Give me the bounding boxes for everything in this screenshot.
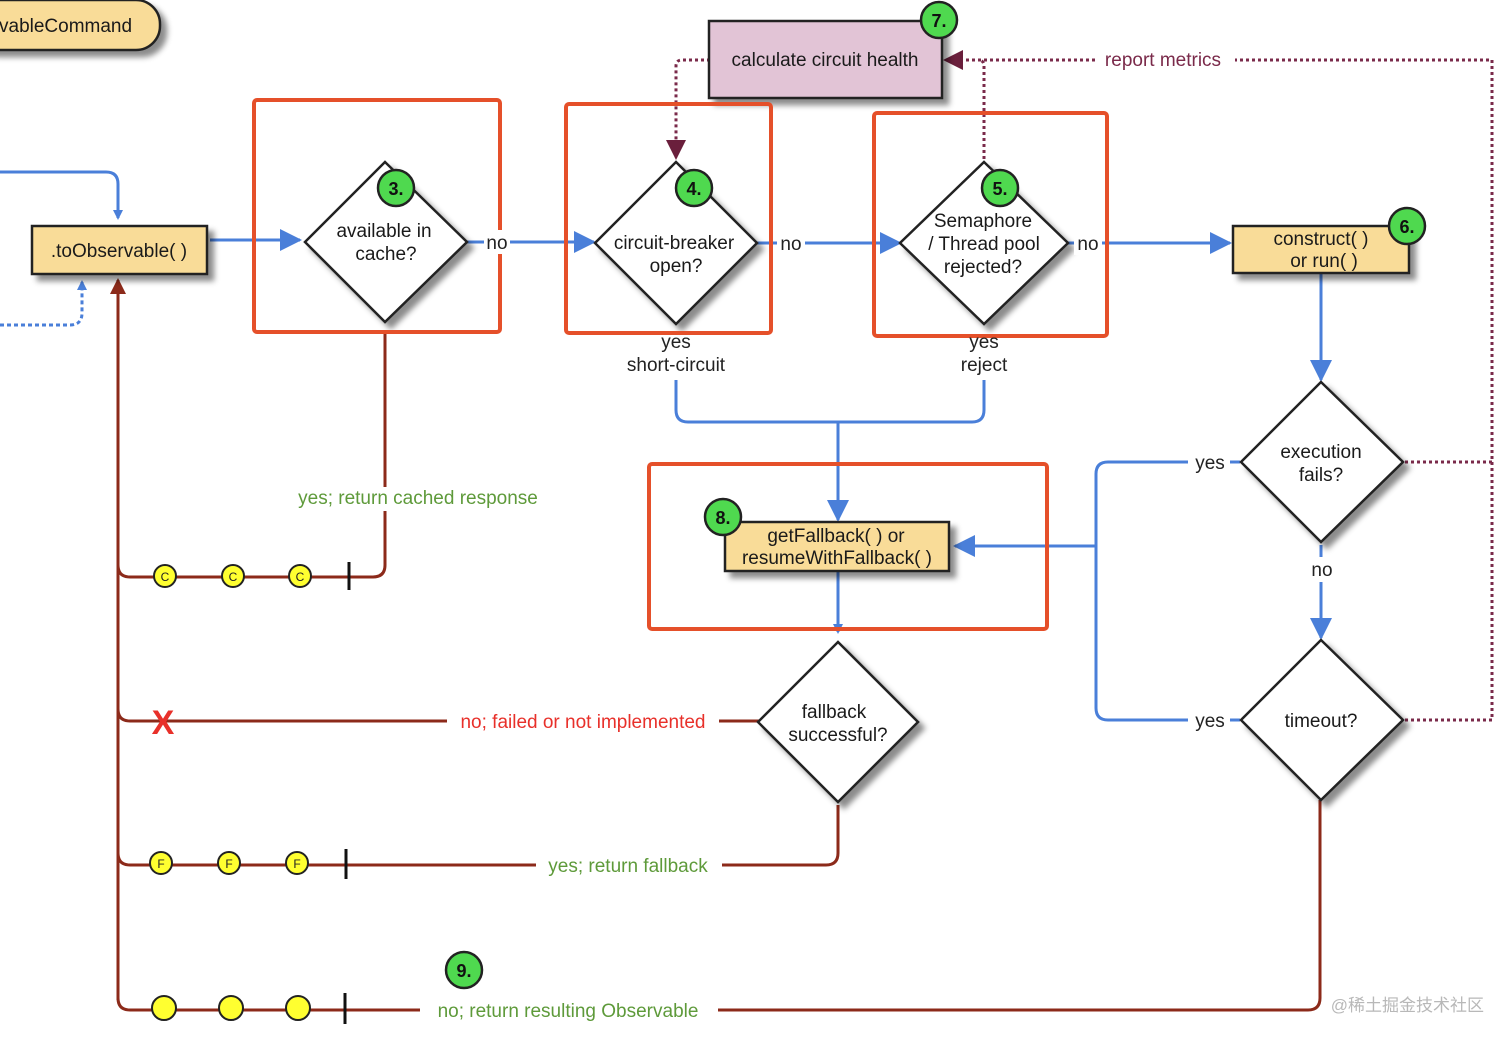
fallback-marble-2 — [217, 851, 241, 875]
to-observable-node: .toObservable( ) — [30, 224, 209, 276]
execution-yes-label: yes — [1195, 453, 1225, 474]
svg-text:4.: 4. — [686, 179, 701, 199]
step-4-badge: 4. — [674, 168, 714, 208]
fallback-line-2: resumeWithFallback( ) — [742, 548, 932, 569]
reject-label: reject — [961, 355, 1008, 376]
command-label: vableCommand — [0, 16, 132, 37]
construct-line-2: or run( ) — [1290, 251, 1358, 272]
result-marble-3 — [285, 995, 311, 1021]
cached-marbles: C C C — [153, 562, 351, 590]
flow-lines — [0, 170, 1332, 722]
svg-text:5.: 5. — [992, 179, 1007, 199]
construct-line-1: construct( ) — [1273, 229, 1368, 250]
metrics-lines — [666, 50, 1494, 722]
cache-question-line-2: cache? — [355, 244, 416, 265]
semaphore-question-line-2: / Thread pool — [928, 234, 1040, 255]
svg-text:9.: 9. — [456, 961, 471, 981]
fallback-node: getFallback( ) or resumeWithFallback( ) — [723, 520, 951, 573]
svg-text:3.: 3. — [388, 179, 403, 199]
report-metrics-label: report metrics — [1105, 50, 1221, 71]
cache-question-line-1: available in — [336, 221, 431, 242]
breaker-no-label: no — [780, 234, 801, 255]
result-marbles — [151, 993, 347, 1024]
cached-marble-3 — [288, 564, 312, 588]
step-3-badge: 3. — [376, 168, 416, 208]
fallback-marbles: F F F — [149, 849, 348, 879]
result-marble-1 — [151, 995, 177, 1021]
cached-marble-1-label: C — [161, 570, 170, 584]
edge-labels: no no no yes short-circuit yes reject ye… — [280, 48, 1339, 1023]
return-observable-label: no; return resulting Observable — [438, 1001, 699, 1022]
result-marble-2 — [218, 995, 244, 1021]
execution-question-line-2: fails? — [1299, 465, 1343, 486]
timeout-question: timeout? — [1285, 711, 1358, 732]
fallback-marble-3-label: F — [293, 857, 300, 871]
breaker-question-line-2: open? — [650, 256, 703, 277]
semaphore-question-line-3: rejected? — [944, 257, 1022, 278]
execution-no-label: no — [1311, 560, 1332, 581]
fallback-line-1: getFallback( ) or — [767, 526, 905, 547]
timeout-decision: timeout? — [1239, 638, 1405, 802]
execution-decision: execution fails? — [1239, 380, 1405, 544]
step-7-badge: 7. — [919, 0, 959, 40]
breaker-question-line-1: circuit-breaker — [614, 233, 735, 254]
step-5-badge: 5. — [980, 168, 1020, 208]
cached-marble-1 — [153, 564, 177, 588]
fallback-marble-2-label: F — [225, 857, 232, 871]
cached-marble-3-label: C — [296, 570, 305, 584]
step-6-badge: 6. — [1387, 206, 1427, 246]
semaphore-yes-label: yes — [969, 332, 999, 353]
fallback-question-line-2: successful? — [788, 725, 887, 746]
fallback-marble-1 — [149, 851, 173, 875]
cached-response-label: yes; return cached response — [298, 488, 538, 509]
breaker-yes-label: yes — [661, 332, 691, 353]
cached-marble-2 — [221, 564, 245, 588]
semaphore-no-label: no — [1077, 234, 1098, 255]
step-badges: 3. 4. 5. 6. 7. 8. 9. — [376, 0, 1427, 990]
svg-text:8.: 8. — [715, 508, 730, 528]
error-x-marker: X — [152, 704, 175, 742]
short-circuit-label: short-circuit — [627, 355, 726, 376]
fallback-decision: fallback successful? — [756, 640, 920, 804]
step-8-badge: 8. — [703, 497, 743, 537]
highlight-boxes — [252, 98, 1109, 631]
failure-marble: X — [152, 704, 175, 742]
circuit-breaker-decision: circuit-breaker open? — [593, 160, 759, 326]
semaphore-decision: Semaphore / Thread pool rejected? — [898, 160, 1070, 326]
circuit-health-label: calculate circuit health — [732, 50, 919, 71]
cached-marble-2-label: C — [229, 570, 238, 584]
fallback-marble-1-label: F — [157, 857, 164, 871]
watermark-text: @稀土掘金技术社区 — [1331, 996, 1484, 1015]
fallback-question-line-1: fallback — [802, 702, 867, 723]
cache-no-label: no — [486, 233, 507, 254]
command-node: vableCommand — [0, 0, 162, 52]
to-observable-label: .toObservable( ) — [51, 241, 187, 262]
return-fallback-label: yes; return fallback — [548, 856, 708, 877]
step-9-badge: 9. — [444, 950, 484, 990]
construct-node: construct( ) or run( ) — [1231, 224, 1411, 275]
semaphore-question-line-1: Semaphore — [934, 211, 1032, 232]
fallback-failed-label: no; failed or not implemented — [460, 712, 705, 733]
cache-decision: available in cache? — [303, 160, 469, 324]
fallback-marble-3 — [285, 851, 309, 875]
circuit-health-node: calculate circuit health — [707, 19, 944, 100]
timeout-yes-label: yes — [1195, 711, 1225, 732]
execution-question-line-1: execution — [1280, 442, 1361, 463]
svg-text:6.: 6. — [1399, 217, 1414, 237]
return-lines — [110, 278, 1322, 1012]
svg-text:7.: 7. — [931, 11, 946, 31]
